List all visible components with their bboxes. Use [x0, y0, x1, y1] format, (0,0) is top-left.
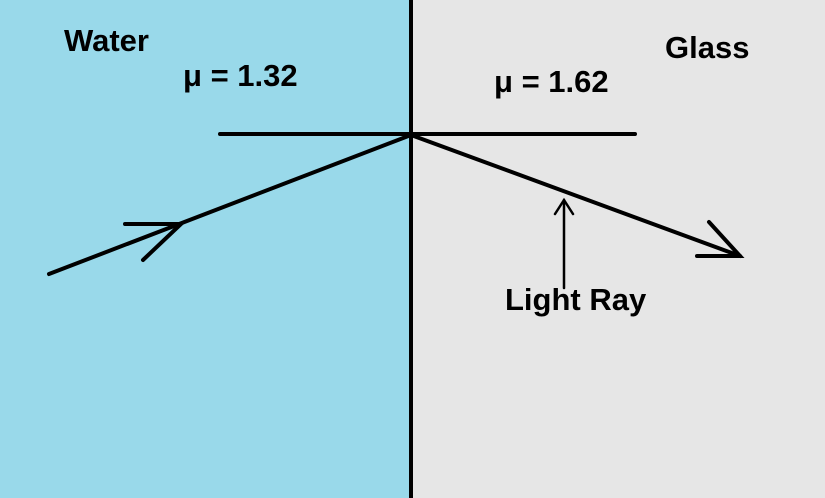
water-region — [0, 0, 411, 498]
incident-ray — [47, 133, 413, 276]
light-ray-label: Light Ray — [505, 282, 647, 317]
refracted-ray-arrowhead — [695, 220, 745, 258]
incident-ray-arrowhead — [123, 222, 187, 262]
glass-region — [411, 0, 825, 498]
refracted-ray — [409, 133, 742, 258]
glass-label: Glass — [665, 30, 749, 65]
water-index-label: μ = 1.32 — [183, 58, 298, 93]
ray-pointer-arrowhead — [553, 197, 575, 216]
water-label: Water — [64, 23, 149, 58]
glass-index-label: μ = 1.62 — [494, 64, 609, 99]
